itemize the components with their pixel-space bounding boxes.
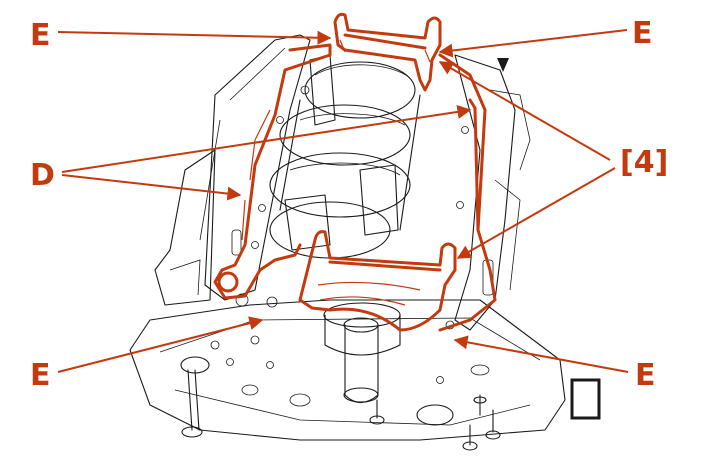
callout-e-top-left: E <box>30 18 51 53</box>
leader-lines <box>57 29 629 373</box>
triangle-down-icon <box>497 58 509 72</box>
gasket-outline <box>213 43 497 332</box>
lower-bearing-cap <box>298 230 457 332</box>
callout-d-left: D <box>30 158 55 193</box>
callout-e-bottom-left: E <box>30 358 51 393</box>
callout-e-top-right: E <box>632 16 653 51</box>
square-frame-icon <box>570 378 601 420</box>
callout-ref-right: [4] <box>620 145 668 180</box>
callout-e-bottom-right: E <box>635 358 656 393</box>
upper-bearing-cap <box>333 12 442 92</box>
